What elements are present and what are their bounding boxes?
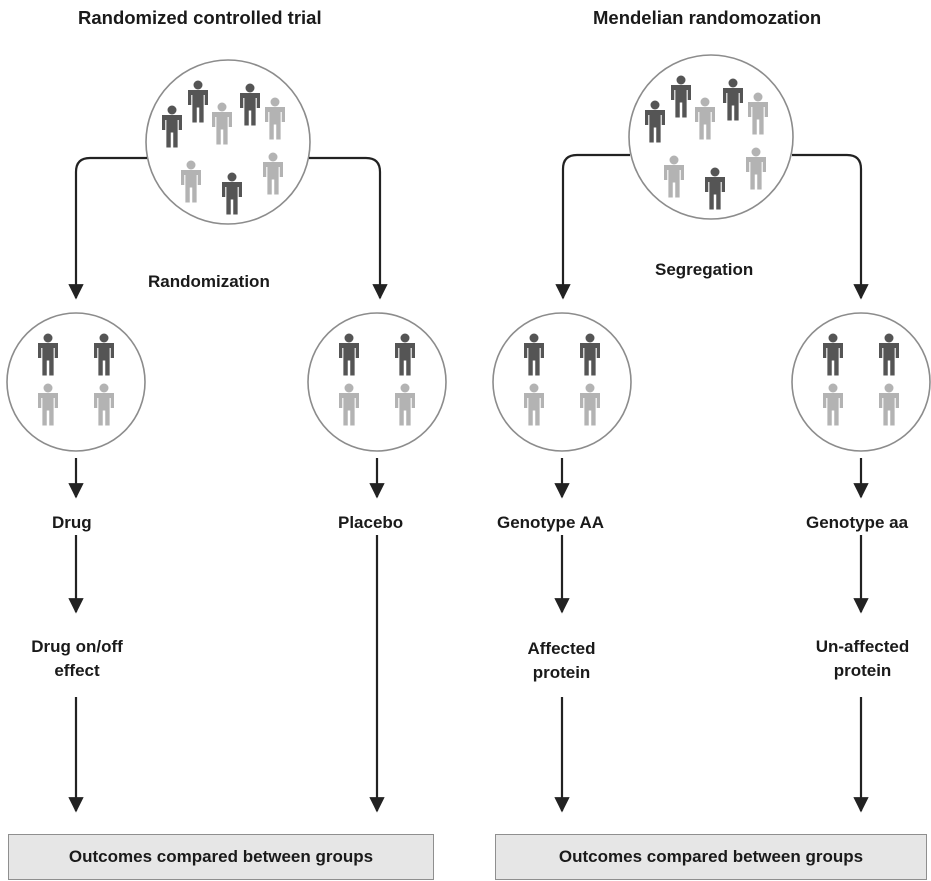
person-icon bbox=[705, 167, 725, 210]
person-icon bbox=[524, 333, 544, 376]
randomization-label: Randomization bbox=[148, 272, 270, 291]
person-icon bbox=[339, 333, 359, 376]
placebo-label: Placebo bbox=[338, 513, 404, 532]
person-icon bbox=[94, 333, 114, 376]
mr-left-branch-arrow bbox=[555, 153, 630, 300]
person-icon bbox=[240, 83, 260, 126]
person-icon bbox=[823, 333, 843, 376]
person-icon bbox=[671, 75, 691, 118]
mr-title: Mendelian randomozation bbox=[593, 7, 822, 28]
person-icon bbox=[38, 383, 58, 426]
person-icon bbox=[395, 333, 415, 376]
person-icon bbox=[580, 383, 600, 426]
person-icon bbox=[263, 152, 283, 195]
person-icon bbox=[664, 155, 684, 198]
mr-outcome-box: Outcomes compared between groups bbox=[495, 834, 927, 880]
rct-right-branch-arrow bbox=[309, 156, 388, 300]
person-icon bbox=[879, 333, 899, 376]
person-icon bbox=[524, 383, 544, 426]
segregation-label: Segregation bbox=[655, 260, 754, 279]
person-icon bbox=[746, 147, 766, 190]
person-icon bbox=[265, 97, 285, 140]
person-icon bbox=[339, 383, 359, 426]
person-icon bbox=[723, 78, 743, 121]
mr-right-branch-arrow bbox=[792, 153, 869, 300]
person-icon bbox=[645, 100, 665, 143]
rct-left-branch-arrow bbox=[68, 156, 147, 300]
person-icon bbox=[162, 105, 182, 148]
affected-protein-label: Affected protein bbox=[527, 639, 596, 682]
person-icon bbox=[222, 172, 242, 215]
rct-outcome-box: Outcomes compared between groups bbox=[8, 834, 434, 880]
genotype-AA-label: Genotype AA bbox=[497, 513, 605, 532]
person-icon bbox=[879, 383, 899, 426]
person-icon bbox=[212, 102, 232, 145]
person-icon bbox=[181, 160, 201, 203]
genotype-AA-group-circle bbox=[492, 312, 632, 452]
genotype-aa-group-circle bbox=[791, 312, 931, 452]
genotype-aa-label: Genotype aa bbox=[806, 513, 909, 532]
person-icon bbox=[580, 333, 600, 376]
person-icon bbox=[395, 383, 415, 426]
drug-label: Drug bbox=[52, 513, 92, 532]
person-icon bbox=[695, 97, 715, 140]
person-icon bbox=[748, 92, 768, 135]
person-icon bbox=[823, 383, 843, 426]
person-icon bbox=[94, 383, 114, 426]
placebo-group-circle bbox=[307, 312, 447, 452]
drug-group-circle bbox=[6, 312, 146, 452]
rct-title: Randomized controlled trial bbox=[78, 7, 322, 28]
person-icon bbox=[188, 80, 208, 123]
drug-effect-label: Drug on/off effect bbox=[31, 637, 123, 680]
unaffected-protein-label: Un-affected protein bbox=[815, 637, 910, 680]
person-icon bbox=[38, 333, 58, 376]
